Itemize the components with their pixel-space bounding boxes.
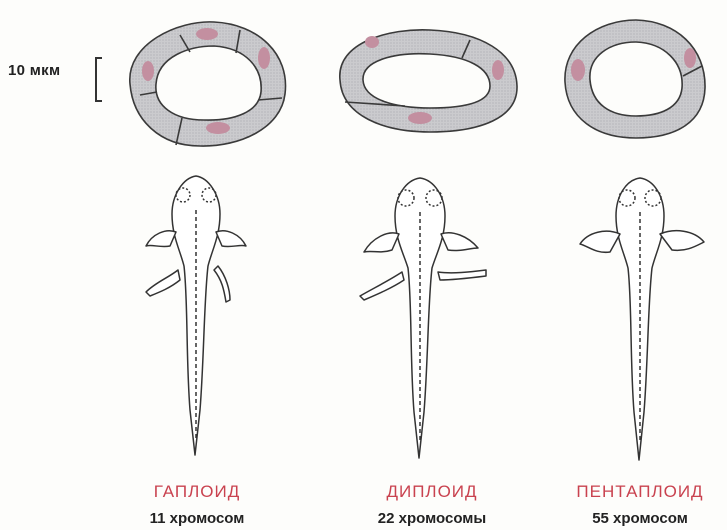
- tubule-cross-section-haploid: [130, 22, 286, 146]
- chromosome-count-haploid: 11 хромосом: [97, 510, 297, 527]
- cell-nucleus: [365, 36, 379, 48]
- chromosome-count-diploid: 22 хромосомы: [332, 510, 532, 527]
- salamander-larva-haploid: [146, 176, 246, 455]
- ploidy-label-diploid: ДИПЛОИД: [332, 482, 532, 502]
- cell-nucleus: [258, 47, 270, 69]
- tubule-cross-section-pentaploid: [565, 20, 705, 138]
- salamander-larva-diploid: [360, 178, 486, 458]
- tubule-cross-section-diploid: [340, 30, 517, 132]
- cell-nucleus: [408, 112, 432, 124]
- scale-bar: [96, 58, 102, 101]
- cell-nucleus: [571, 59, 585, 81]
- cell-nucleus: [684, 48, 696, 68]
- cell-nucleus: [206, 122, 230, 134]
- cell-nucleus: [492, 60, 504, 80]
- cell-nucleus: [196, 28, 218, 40]
- ploidy-label-haploid: ГАПЛОИД: [97, 482, 297, 502]
- scale-label: 10 мкм: [8, 62, 60, 79]
- salamander-larva-pentaploid: [580, 178, 704, 460]
- chromosome-count-pentaploid: 55 хромосом: [540, 510, 727, 527]
- cell-nucleus: [142, 61, 154, 81]
- ploidy-label-pentaploid: ПЕНТАПЛОИД: [540, 482, 727, 502]
